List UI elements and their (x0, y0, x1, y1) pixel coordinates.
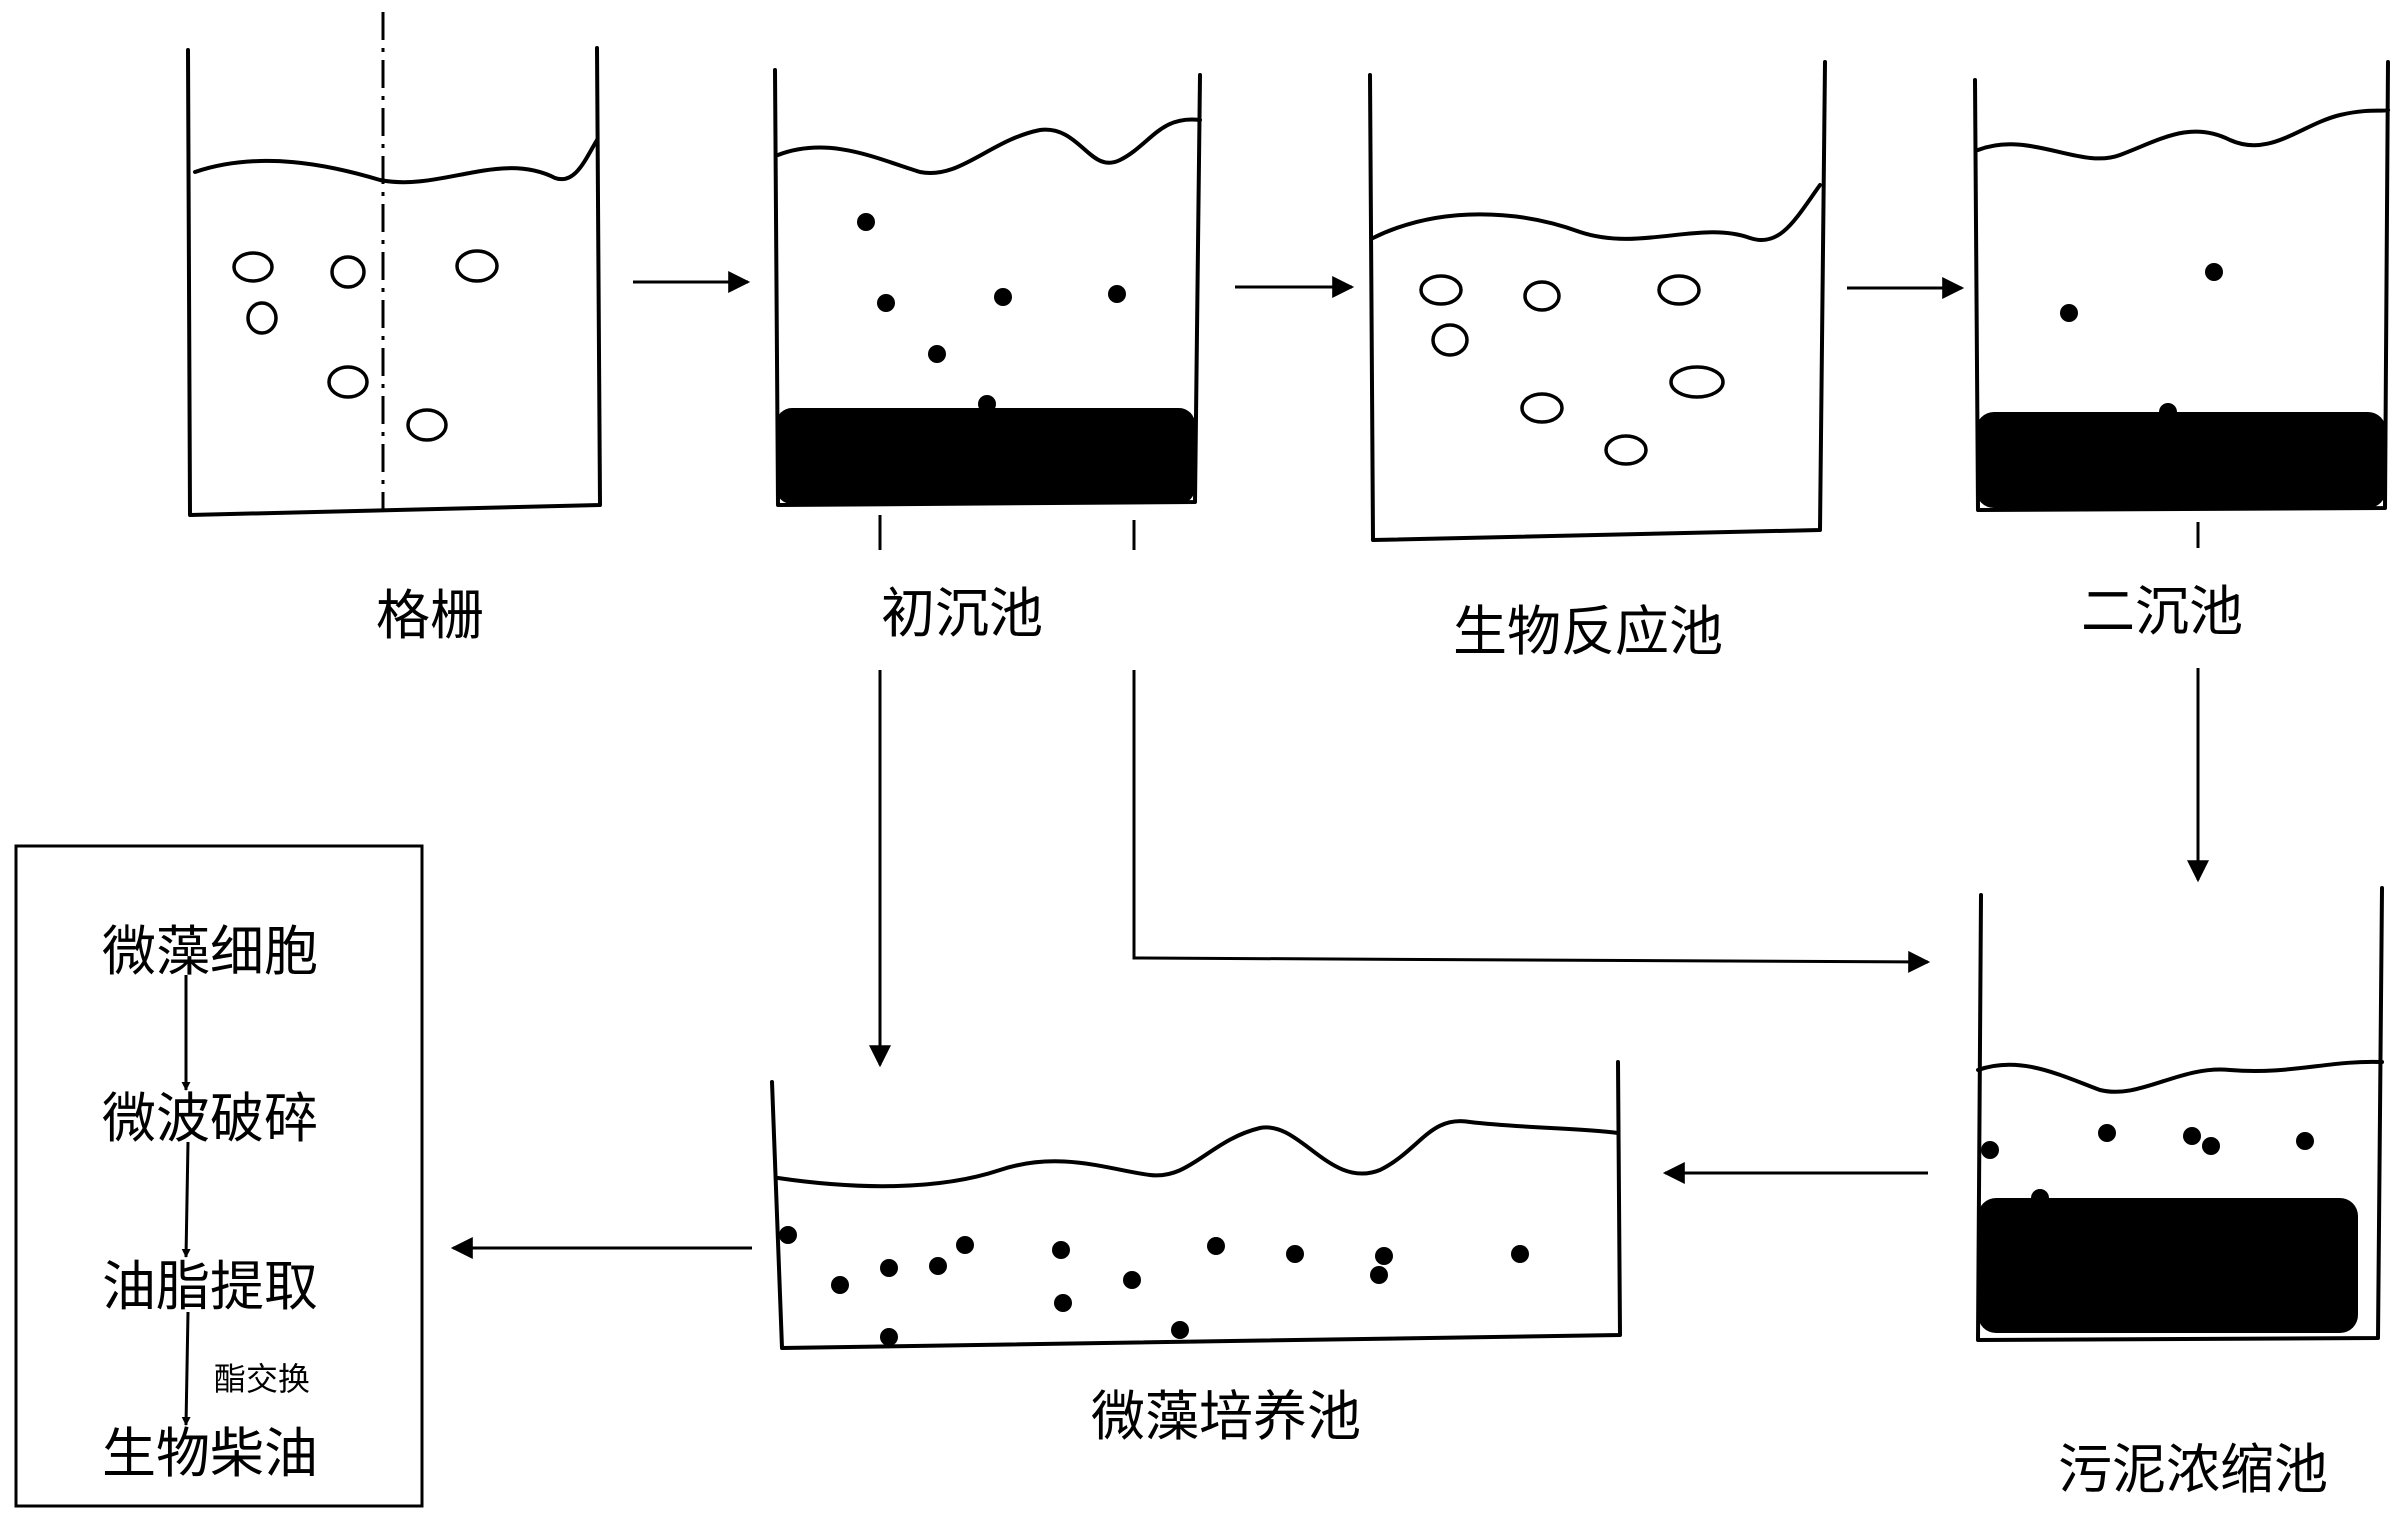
sludge-thickener-label: 污泥浓缩池 (2058, 1438, 2328, 1501)
primary-clarifier-label: 初沉池 (881, 582, 1043, 645)
sludge-thickener-tank (1976, 886, 2384, 1342)
step-arrow-2 (181, 1141, 191, 1258)
step-biodiesel: 生物柴油 (102, 1422, 318, 1485)
microalgae-pond-label: 微藻培养池 (1091, 1385, 1361, 1448)
screen-tank (186, 12, 602, 517)
biodiesel-process-box: 微藻细胞 微波破碎 油脂提取 生物柴油 酯交换 (14, 844, 424, 1508)
step-microwave-disruption: 微波破碎 (102, 1087, 318, 1150)
step-arrow-3 (181, 1311, 191, 1426)
microalgae-pond-tank (770, 1060, 1622, 1350)
screen-label: 格栅 (376, 584, 484, 647)
bioreactor-label: 生物反应池 (1453, 600, 1723, 663)
secondary-clarifier-label: 二沉池 (2081, 580, 2243, 643)
arrow-primary-to-thickener (1132, 670, 1931, 973)
secondary-clarifier-tank (1973, 60, 2390, 548)
bioreactor-tank (1368, 60, 1827, 542)
primary-clarifier-tank (773, 68, 1202, 550)
step-microalgae-cells: 微藻细胞 (102, 920, 318, 983)
flow-arrows (450, 271, 2209, 1259)
step-lipid-extraction: 油脂提取 (102, 1255, 318, 1318)
transesterification-label: 酯交换 (214, 1360, 310, 1398)
